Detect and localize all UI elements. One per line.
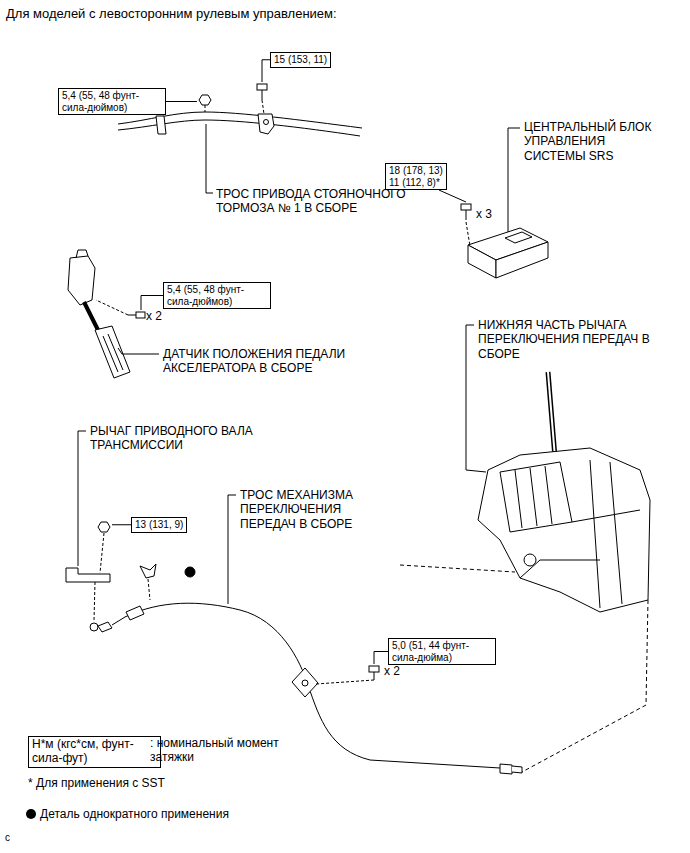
leader-line — [374, 652, 388, 665]
single-use-marker — [26, 809, 36, 819]
part-name: РЫЧАГ ПРИВОДНОГО ВАЛА ТРАНСМИССИИ — [90, 424, 310, 453]
torque-value: 18 (178, 13) — [389, 165, 443, 177]
torque-value: 11 (112, 8)* — [389, 177, 443, 189]
part-name: НИЖНЯЯ ЧАСТЬ РЫЧАГА ПЕРЕКЛЮЧЕНИЯ ПЕРЕДАЧ… — [478, 318, 678, 361]
torque-spec: 5,4 (55, 48 фунт-сила-дюймов) — [58, 88, 166, 115]
legend-entry: Деталь однократного применения — [26, 807, 229, 821]
legend-torque-box: Н*м (кгс*см, фунт-сила-фут) — [28, 736, 161, 768]
legend-text: : номинальный момент затяжки — [150, 736, 280, 765]
torque-value: 5,4 (55, 48 фунт-сила-дюймов) — [167, 284, 267, 307]
quantity: x 2 — [146, 309, 186, 323]
torque-spec: 5,4 (55, 48 фунт-сила-дюймов) — [163, 282, 271, 309]
quantity: x 2 — [384, 664, 424, 678]
leader-line — [166, 101, 197, 102]
torque-spec: 13 (131, 9) — [131, 517, 187, 533]
leader-line — [112, 524, 131, 525]
note: * Для применения с SST — [28, 776, 248, 790]
part-name: ТРОС МЕХАНИЗМА ПЕРЕКЛЮЧЕНИЯ ПЕРЕДАЧ В СБ… — [240, 488, 390, 531]
leader-line — [141, 296, 163, 311]
part-name: ТРОС ПРИВОДА СТОЯНОЧНОГО ТОРМОЗА № 1 В С… — [216, 187, 416, 216]
torque-value: Н*м (кгс*см, фунт-сила-фут) — [32, 738, 157, 766]
torque-spec: 5,0 (51, 44 фунт-сила-дюйма) — [388, 638, 496, 665]
torque-spec: 18 (178, 13)11 (112, 8)* — [385, 163, 447, 190]
legend-text: Деталь однократного применения — [40, 807, 229, 821]
quantity: x 3 — [476, 207, 516, 221]
torque-value: 5,4 (55, 48 фунт-сила-дюймов) — [62, 90, 162, 113]
diagram-title: Для моделей с левосторонним рулевым упра… — [6, 6, 337, 21]
torque-value: 13 (131, 9) — [135, 519, 183, 531]
torque-value: 5,0 (51, 44 фунт-сила-дюйма) — [392, 640, 492, 663]
part-name: ЦЕНТРАЛЬНЫЙ БЛОК УПРАВЛЕНИЯ СИСТЕМЫ SRS — [524, 120, 669, 163]
part-name: ДАТЧИК ПОЛОЖЕНИЯ ПЕДАЛИ АКСЕЛЕРАТОРА В С… — [163, 347, 403, 376]
figure-code: c — [5, 832, 25, 844]
leader-line — [262, 60, 270, 82]
torque-spec: 15 (153, 11) — [270, 52, 331, 68]
torque-value: 15 (153, 11) — [274, 54, 327, 66]
leader-line — [439, 190, 466, 202]
